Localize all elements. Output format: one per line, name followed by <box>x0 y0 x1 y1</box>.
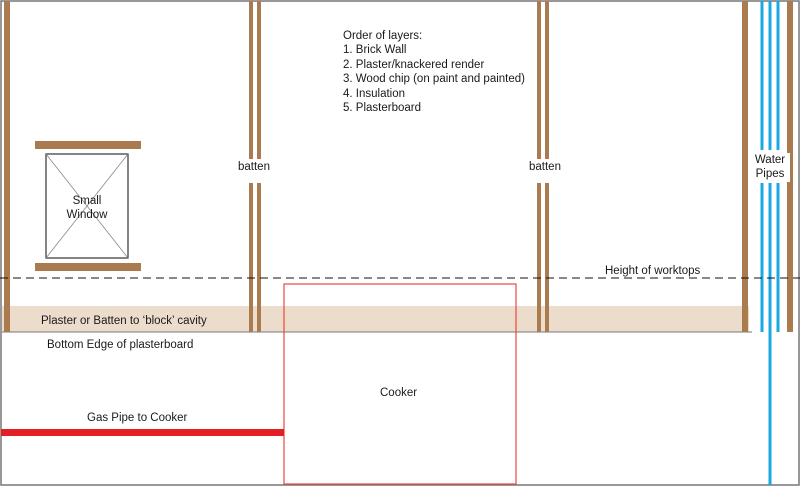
batten-1-a-upper <box>249 1 253 159</box>
batten-3 <box>742 1 748 332</box>
batten-2-a-lower <box>537 183 541 332</box>
small-window-label-line2: Window <box>66 209 108 222</box>
batten-left-label: batten <box>238 161 270 173</box>
water-pipes-label-line1: Water <box>754 154 786 166</box>
cooker-outline <box>283 283 517 485</box>
cooker-label: Cooker <box>380 387 418 399</box>
layer-item: 4. Insulation <box>343 87 406 100</box>
worktop-height-label: Height of worktops <box>605 265 701 277</box>
small-window-label: Small Window <box>62 194 112 223</box>
layers-legend: Order of layers: 1. Brick Wall 2. Plaste… <box>343 29 525 115</box>
layer-item: 3. Wood chip (on paint and painted) <box>343 73 525 86</box>
window-diagonal-2 <box>45 153 129 259</box>
water-pipes-label: Water Pipes <box>750 153 790 182</box>
batten-left-edge <box>4 1 10 332</box>
layers-heading: Order of layers: <box>343 30 423 42</box>
water-pipes-label-line2: Pipes <box>755 168 785 181</box>
layer-item: 1. Brick Wall <box>343 44 407 57</box>
batten-2-b-lower <box>545 183 549 332</box>
small-window-label-line1: Small <box>72 195 102 207</box>
layer-item: 5. Plasterboard <box>343 101 421 114</box>
layer-item: 2. Plaster/knackered render <box>343 58 485 71</box>
cavity-label: Plaster or Batten to ‘block’ cavity <box>41 315 207 327</box>
window-sill <box>35 263 141 271</box>
batten-right-label: batten <box>529 161 561 173</box>
batten-1-b-upper <box>257 1 261 159</box>
bottom-edge-label: Bottom Edge of plasterboard <box>47 339 194 351</box>
batten-1-b-lower <box>257 183 261 332</box>
batten-2-b-upper <box>545 1 549 159</box>
batten-1-a-lower <box>249 183 253 332</box>
batten-right-edge <box>787 1 793 332</box>
cavity-band <box>2 306 749 332</box>
batten-2-a-upper <box>537 1 541 159</box>
window-lintel <box>35 141 141 149</box>
gas-pipe-label: Gas Pipe to Cooker <box>87 412 188 424</box>
gas-pipe <box>1 429 284 436</box>
